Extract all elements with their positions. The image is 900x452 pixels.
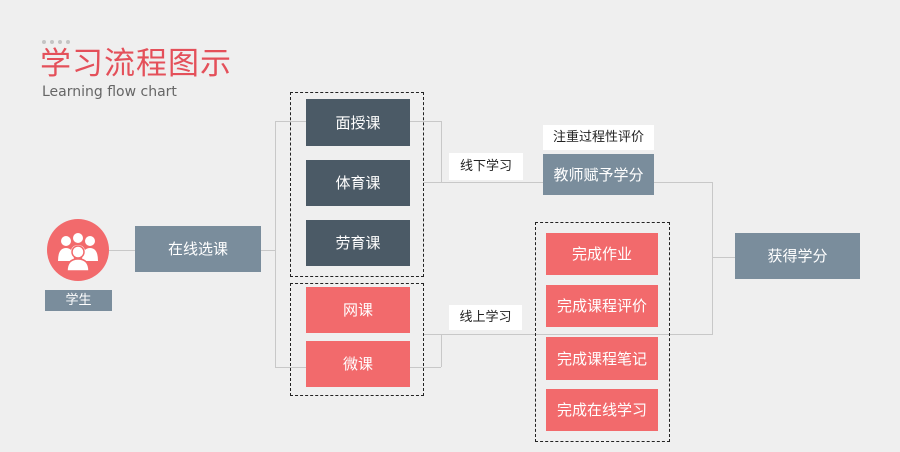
offline-course-node: 面授课 <box>306 99 410 146</box>
connector <box>261 250 275 251</box>
online-task-node: 完成作业 <box>546 233 658 275</box>
offline-group <box>290 92 424 277</box>
decor-dot <box>42 40 46 44</box>
decor-dot <box>58 40 62 44</box>
decor-dot <box>66 40 70 44</box>
connector <box>441 334 442 367</box>
connector <box>423 334 713 335</box>
online-learning-label: 线上学习 <box>449 305 522 330</box>
select-course-node: 在线选课 <box>135 226 261 272</box>
connector <box>410 367 441 368</box>
connector <box>441 121 442 183</box>
result-node: 获得学分 <box>735 233 860 279</box>
offline-course-node: 体育课 <box>306 160 410 206</box>
connector <box>275 121 276 367</box>
student-avatar <box>47 219 109 281</box>
offline-learning-label: 线下学习 <box>449 153 523 180</box>
connector <box>712 257 735 258</box>
connector <box>712 182 713 335</box>
student-label: 学生 <box>45 290 112 311</box>
process-eval-label: 注重过程性评价 <box>543 125 654 150</box>
connector <box>410 121 441 122</box>
connector <box>108 250 136 251</box>
teacher-credit-node: 教师赋予学分 <box>543 154 654 195</box>
online-course-node: 网课 <box>306 287 410 333</box>
decor-dot <box>50 40 54 44</box>
online-task-node: 完成课程评价 <box>546 285 658 327</box>
users-icon <box>58 233 98 272</box>
page-title: 学习流程图示 <box>40 46 232 82</box>
offline-course-node: 劳育课 <box>306 220 410 266</box>
online-course-node: 微课 <box>306 341 410 387</box>
online-task-node: 完成在线学习 <box>546 389 658 431</box>
online-group <box>290 283 424 396</box>
page-subtitle: Learning flow chart <box>42 84 177 100</box>
online-task-node: 完成课程笔记 <box>546 337 658 380</box>
online-tasks-group <box>535 222 670 442</box>
